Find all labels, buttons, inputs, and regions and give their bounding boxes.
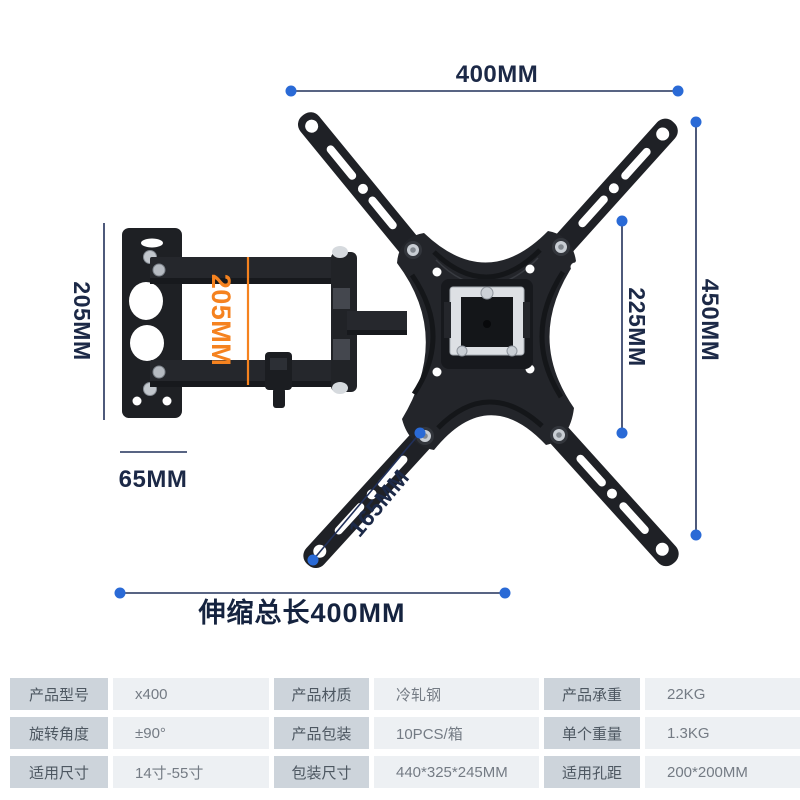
spec-value-cell: 200*200MM [645,756,800,788]
spec-value-cell: ±90° [113,717,269,749]
spec-value-cell: 14寸-55寸 [113,756,269,788]
dim-plate-width-label: 65MM [119,466,188,493]
spec-label-cell: 包装尺寸 [274,756,369,788]
spec-value-cell: 22KG [645,678,800,710]
spec-label-cell: 单个重量 [544,717,640,749]
articulating-arm [150,246,407,408]
product-illustration: 400MM 450MM 225MM 205MM 205MM 65MM [69,61,723,628]
spec-value-cell: 1.3KG [645,717,800,749]
spec-label-cell: 适用尺寸 [10,756,108,788]
spoke-arm-top-left [297,112,427,264]
spec-label-cell: 旋转角度 [10,717,108,749]
dim-right-half-label: 225MM [624,287,650,366]
spoke-arm-top-right [547,118,678,261]
spec-label-cell: 产品材质 [274,678,369,710]
dim-left-height-label: 205MM [69,281,95,360]
spoke-arm-bottom-right [545,421,679,567]
wall-plate [122,228,182,418]
dim-total-extension-label: 伸缩总长400MM [197,597,405,628]
spec-label-cell: 产品包装 [274,717,369,749]
spec-value-cell: 冷轧钢 [374,678,539,710]
spec-value-cell: 440*325*245MM [374,756,539,788]
spec-table: 产品型号 x400 产品材质 冷轧钢 产品承重 22KG 旋转角度 ±90° 产… [10,678,800,788]
spec-label-cell: 产品承重 [544,678,640,710]
tilt-mechanism [441,279,533,369]
spec-value-cell: x400 [113,678,269,710]
dim-arm-height-label: 205MM [206,274,236,367]
spec-label-cell: 产品型号 [10,678,108,710]
dim-top-width-label: 400MM [456,61,539,88]
spec-label-cell: 适用孔距 [544,756,640,788]
spec-value-cell: 10PCS/箱 [374,717,539,749]
dim-right-total-label: 450MM [696,279,723,362]
pivot-screws [404,238,570,445]
